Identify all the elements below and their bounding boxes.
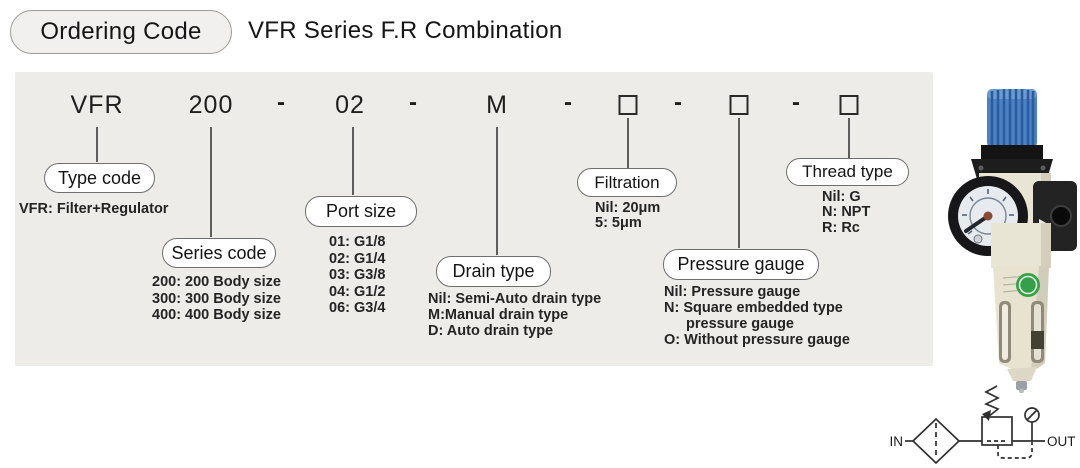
code-series: 200 — [188, 91, 234, 119]
options-drain-type: Nil: Semi-Auto drain type M:Manual drain… — [428, 291, 602, 339]
fr-schematic-icon: IN OUT — [890, 385, 1076, 465]
code-type: VFR — [70, 91, 124, 119]
callout-filtration: Filtration — [577, 168, 677, 197]
placeholder-box-pressure-gauge — [729, 95, 749, 115]
ordering-panel — [15, 72, 933, 366]
callout-port-size: Port size — [305, 196, 417, 227]
code-dash: - — [792, 89, 800, 116]
connector-pressure-gauge — [738, 118, 740, 248]
options-series-code: 200: 200 Body size 300: 300 Body size 40… — [152, 274, 281, 323]
connector-thread-type — [848, 118, 850, 158]
callout-drain-type: Drain type — [436, 256, 551, 287]
ordering-code-badge-label: Ordering Code — [40, 18, 202, 45]
page-title: VFR Series F.R Combination — [248, 17, 563, 44]
connector-filtration — [627, 118, 629, 168]
code-port: 02 — [335, 91, 365, 119]
options-port-size: 01: G1/8 02: G1/4 03: G3/8 04: G1/2 06: … — [329, 234, 386, 316]
connector-drain-type — [496, 127, 498, 255]
product-photo — [948, 89, 1077, 393]
code-dash: - — [674, 89, 682, 116]
code-drain: M — [486, 91, 508, 119]
connector-type-code — [96, 127, 98, 162]
code-dash: - — [409, 89, 417, 116]
options-thread-type: Nil: G N: NPT R: Rc — [822, 189, 871, 236]
connector-port-size — [352, 127, 354, 195]
schematic-out-label: OUT — [1047, 434, 1076, 449]
callout-type-code: Type code — [44, 163, 155, 193]
placeholder-box-filtration — [618, 95, 638, 115]
placeholder-box-thread-type — [839, 95, 859, 115]
code-dash: - — [277, 89, 285, 116]
options-type-code: VFR: Filter+Regulator — [19, 201, 169, 217]
ordering-code-badge: Ordering Code — [10, 10, 232, 54]
options-filtration: Nil: 20μm 5: 5μm — [595, 200, 661, 232]
callout-pressure-gauge: Pressure gauge — [663, 249, 819, 280]
callout-thread-type: Thread type — [786, 158, 909, 186]
options-pressure-gauge: Nil: Pressure gauge N: Square embedded t… — [664, 284, 850, 348]
connector-series-code — [210, 127, 212, 237]
callout-series-code: Series code — [162, 238, 276, 268]
schematic-in-label: IN — [890, 434, 904, 449]
code-dash: - — [564, 89, 572, 116]
